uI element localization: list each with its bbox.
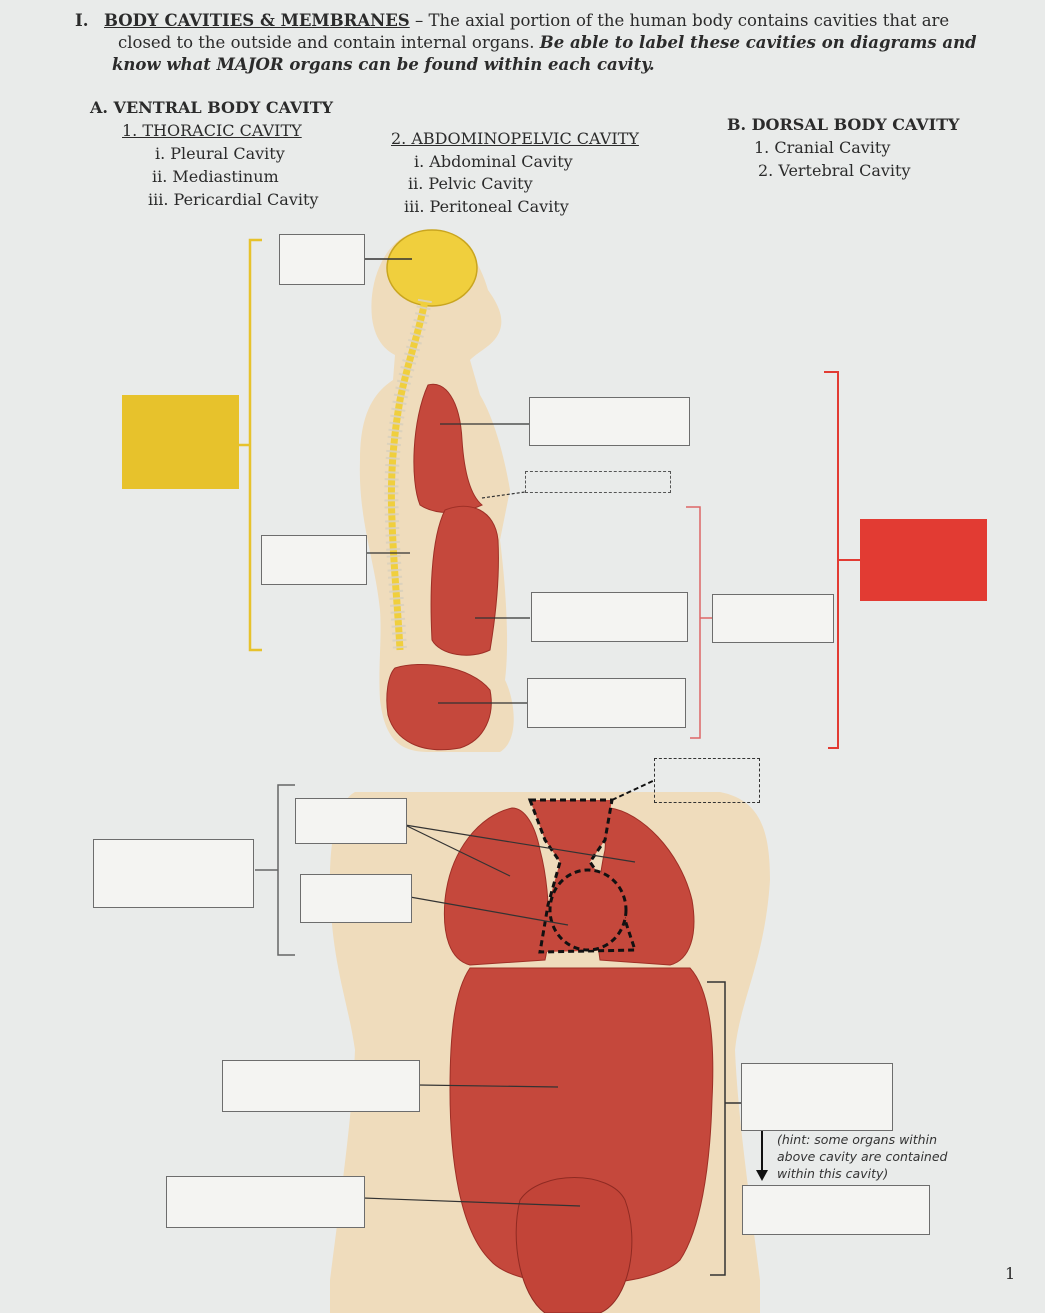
label-box-pelvic[interactable] — [527, 678, 686, 728]
brain-shape — [387, 230, 477, 306]
thoracic-bracket — [278, 785, 295, 955]
label-box-thoracic[interactable] — [529, 397, 690, 446]
label-box-abdominal-anterior[interactable] — [222, 1060, 420, 1112]
label-box-peritoneal[interactable] — [742, 1185, 930, 1235]
hint-text: (hint: some organs within above cavity a… — [777, 1131, 947, 1182]
hint-line1: (hint: some organs within — [777, 1131, 947, 1148]
page-number: 1 — [1005, 1264, 1015, 1283]
label-box-cranial[interactable] — [279, 234, 365, 285]
label-box-pelvic-anterior[interactable] — [166, 1176, 365, 1228]
label-box-pleural[interactable] — [295, 798, 407, 844]
label-box-vertebral[interactable] — [261, 535, 367, 585]
dorsal-cavity-color-box — [860, 519, 987, 601]
heart-shape — [550, 870, 626, 950]
dorsal-bracket — [824, 372, 838, 748]
ventral-cavity-color-box — [122, 395, 239, 489]
hint-line2: above cavity are contained — [777, 1148, 947, 1165]
label-box-pericardial[interactable] — [300, 874, 412, 923]
hint-line3: within this cavity) — [777, 1165, 947, 1182]
label-box-thoracic-anterior[interactable] — [93, 839, 254, 908]
lateral-pelvic-organ — [387, 664, 491, 749]
ventral-bracket — [250, 240, 262, 650]
label-box-abdominal[interactable] — [531, 592, 688, 642]
label-box-abdominopelvic-anterior[interactable] — [741, 1063, 893, 1131]
label-box-abdominopelvic[interactable] — [712, 594, 834, 643]
abdominopelvic-bracket — [686, 507, 700, 738]
lateral-abdominal-organ — [431, 506, 498, 655]
label-box-diaphragm[interactable] — [525, 471, 671, 493]
anterior-pelvic-organ — [516, 1178, 632, 1313]
label-box-mediastinum[interactable] — [654, 758, 760, 803]
